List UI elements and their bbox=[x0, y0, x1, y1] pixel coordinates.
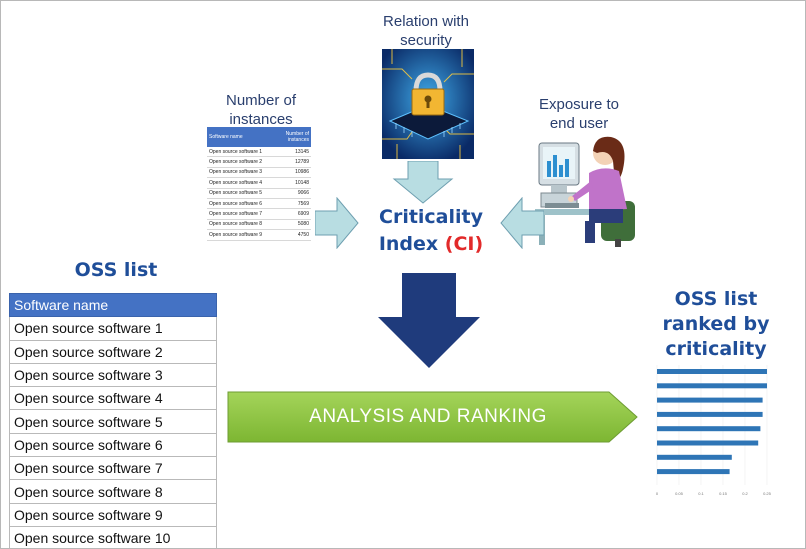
chart-tick-label: 0.05 bbox=[675, 491, 684, 496]
table-row: Open source software 2 bbox=[9, 339, 217, 364]
table-row: Open source software 6 bbox=[9, 432, 217, 458]
oss-list-title: OSS list bbox=[74, 259, 158, 281]
instances-arrow bbox=[315, 197, 359, 249]
ranked-title-line1: OSS list bbox=[674, 288, 758, 310]
analysis-ranking-arrow bbox=[227, 391, 638, 443]
chart-tick-label: 0 bbox=[656, 491, 659, 496]
chart-tick-label: 0.2 bbox=[742, 491, 748, 496]
security-chip-image bbox=[382, 49, 474, 159]
relation-label-line2: security bbox=[400, 32, 452, 49]
table-row: Open source software 5 bbox=[9, 409, 217, 434]
table-row: Open source software 8 bbox=[9, 479, 217, 504]
chart-bar bbox=[657, 469, 730, 475]
ranked-list-title: OSS list ranked by criticality bbox=[641, 287, 791, 362]
chart-bar bbox=[657, 411, 763, 417]
instances-table-header-name: Software name bbox=[207, 127, 275, 147]
relation-label-line1: Relation with bbox=[383, 13, 469, 30]
ci-word2: Index bbox=[378, 233, 439, 255]
ranking-bar-chart: 0 0.05 0.1 0.15 0.2 0.25 bbox=[656, 365, 772, 496]
ranked-title-line2: ranked by bbox=[662, 313, 770, 335]
chart-tick-label: 0.1 bbox=[698, 491, 704, 496]
instances-label: Number of instances bbox=[201, 91, 321, 129]
oss-list-table: Software name Open source software 1 Ope… bbox=[9, 292, 217, 548]
exposure-label-line2: end user bbox=[549, 115, 609, 132]
analysis-ranking-label: ANALYSIS AND RANKING bbox=[309, 406, 547, 427]
instances-label-line1: Number of bbox=[225, 92, 297, 109]
table-row: Open source software 3 bbox=[9, 362, 217, 388]
oss-table-header-cell: Software name bbox=[9, 292, 217, 318]
chart-bar bbox=[657, 369, 767, 374]
chart-bar bbox=[657, 397, 763, 403]
criticality-index-label: Criticality Index (CI) bbox=[361, 204, 501, 258]
chart-tick-label: 0.25 bbox=[763, 491, 772, 496]
ci-abbr: (CI) bbox=[444, 233, 484, 255]
instances-table-header-count: Number of instances bbox=[275, 127, 311, 147]
chart-bar bbox=[657, 454, 732, 460]
instances-table-header: Software name Number of instances bbox=[207, 127, 311, 147]
exposure-label: Exposure to end user bbox=[519, 95, 639, 133]
table-row: Open source software 9 bbox=[9, 502, 217, 527]
table-row: Open source software 4 bbox=[9, 386, 217, 411]
ranked-title-line3: criticality bbox=[665, 338, 767, 360]
table-row: Open source software 10 bbox=[9, 525, 217, 548]
exposure-label-line1: Exposure to bbox=[538, 96, 620, 113]
chart-bar bbox=[657, 426, 761, 432]
big-down-arrow bbox=[378, 273, 480, 368]
exposure-arrow bbox=[500, 197, 544, 249]
user-at-computer-image bbox=[535, 136, 635, 247]
relation-label: Relation with security bbox=[351, 12, 501, 50]
chart-tick-label: 0.15 bbox=[719, 491, 728, 496]
ci-word1: Criticality bbox=[379, 206, 483, 228]
chart-bar bbox=[657, 440, 759, 446]
instances-label-line2: instances bbox=[229, 111, 293, 128]
instances-table: Software name Number of instances Open s… bbox=[207, 127, 311, 241]
table-row: Open source software 7 bbox=[9, 456, 217, 481]
security-arrow bbox=[392, 161, 454, 204]
oss-table-header: Software name bbox=[9, 292, 217, 318]
table-row: Open source software 1 bbox=[9, 316, 217, 341]
chart-bar bbox=[657, 383, 767, 389]
